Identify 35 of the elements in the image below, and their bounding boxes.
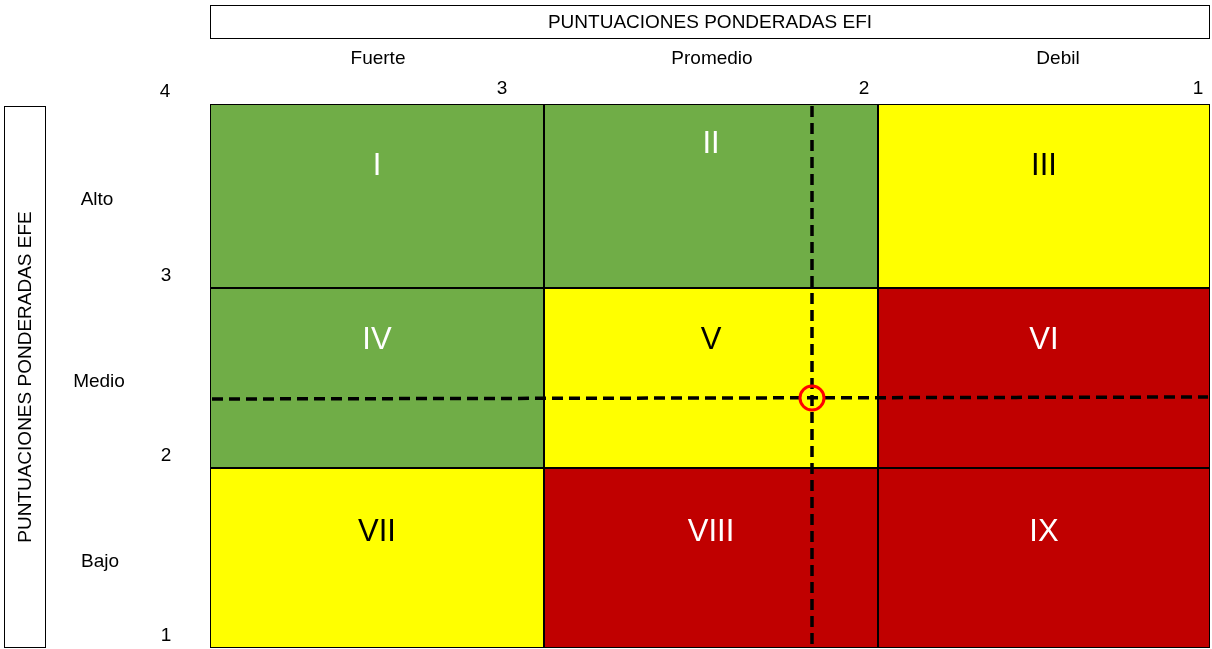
scale-tick-label: 3	[160, 264, 172, 286]
quadrant-number: VII	[357, 513, 397, 549]
matrix-cell	[210, 288, 544, 468]
matrix-cell	[210, 104, 544, 288]
quadrant-number: V	[699, 321, 723, 357]
row-label: Bajo	[81, 550, 119, 572]
matrix-cell	[878, 288, 1210, 468]
quadrant-number: IV	[361, 321, 393, 357]
row-label: Medio	[73, 370, 125, 392]
quadrant-number: III	[1030, 147, 1058, 183]
scale-tick-label: 2	[160, 444, 172, 466]
scale-tick-label: 3	[496, 77, 508, 99]
column-label: Debil	[1036, 47, 1080, 69]
row-label: Alto	[80, 188, 114, 210]
matrix-cell	[210, 468, 544, 648]
matrix-cell	[544, 104, 878, 288]
matrix-cell	[544, 288, 878, 468]
matrix-cell	[878, 104, 1210, 288]
scale-tick-label: 1	[1192, 77, 1204, 99]
axis-title-box	[210, 5, 1210, 39]
scale-tick-label: 1	[160, 624, 172, 646]
quadrant-number: VI	[1028, 321, 1060, 357]
quadrant-number: IX	[1028, 513, 1060, 549]
matrix-cell	[544, 468, 878, 648]
quadrant-number: II	[701, 125, 721, 161]
axis-title: PUNTUACIONES PONDERADAS EFE	[14, 211, 36, 543]
scale-tick-label: 4	[159, 80, 171, 102]
scale-tick-label: 2	[858, 77, 870, 99]
axis-title-box	[4, 106, 46, 648]
quadrant-number: I	[371, 147, 383, 183]
axis-title: PUNTUACIONES PONDERADAS EFI	[547, 11, 873, 33]
column-label: Promedio	[671, 47, 753, 69]
matrix-cell	[878, 468, 1210, 648]
quadrant-number: VIII	[686, 513, 736, 549]
column-label: Fuerte	[350, 47, 406, 69]
